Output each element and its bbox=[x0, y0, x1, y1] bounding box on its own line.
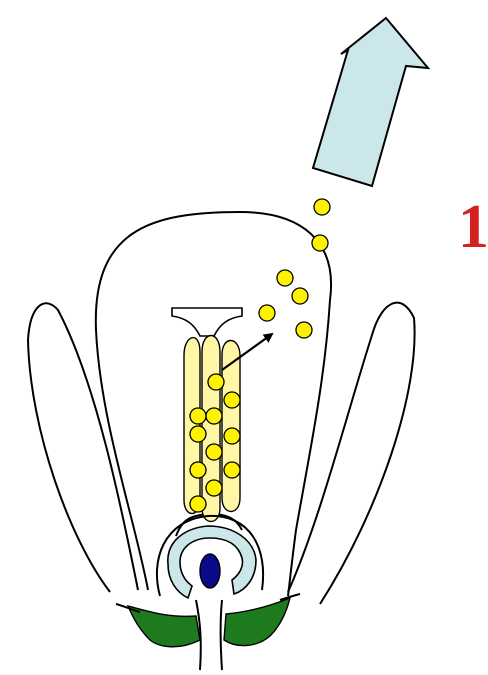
ovule bbox=[200, 554, 220, 588]
release-arrow-icon bbox=[313, 18, 428, 186]
right-sepal bbox=[224, 598, 290, 646]
right-petal bbox=[288, 303, 415, 604]
step-number-label: 1 bbox=[458, 196, 488, 258]
stem-right bbox=[221, 600, 223, 670]
left-petal bbox=[28, 303, 138, 592]
stigma bbox=[172, 308, 242, 336]
released-pollen bbox=[259, 199, 330, 338]
